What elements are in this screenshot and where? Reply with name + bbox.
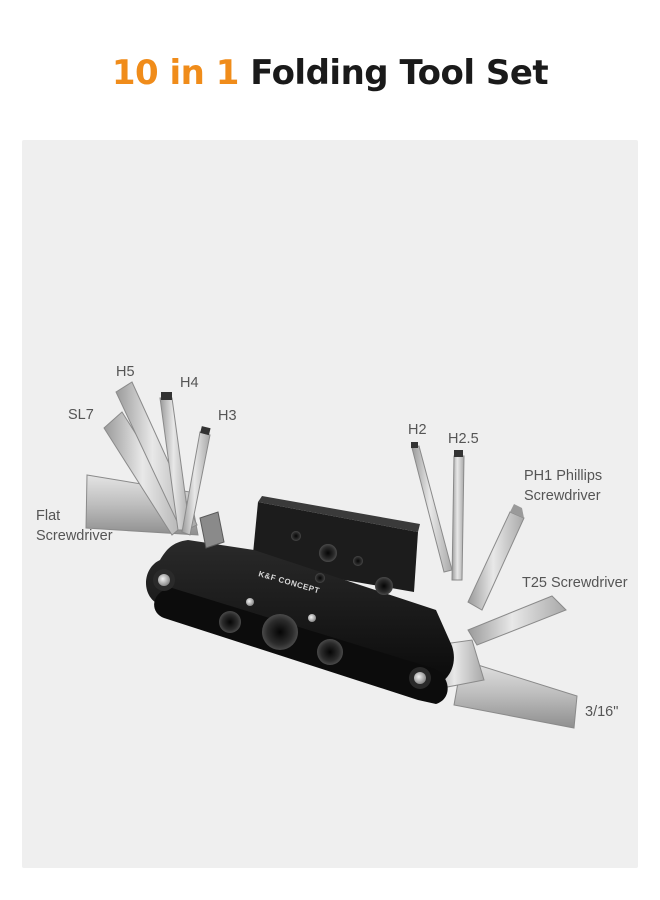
h25-hex-key bbox=[451, 450, 465, 581]
tool-body bbox=[146, 496, 454, 704]
label-h5: H5 bbox=[116, 364, 135, 380]
label-hex-316: 3/16" bbox=[585, 704, 619, 720]
tool-illustration: K&F CONCEPT bbox=[85, 381, 578, 729]
product-photo-panel: K&F CONCEPT H5 H4 H3 SL7 Flat Screwdrive… bbox=[22, 140, 638, 868]
label-h3: H3 bbox=[218, 408, 237, 424]
t25-torx-bit bbox=[467, 595, 567, 646]
label-h4: H4 bbox=[180, 375, 199, 391]
label-ph1-phillips: PH1 Phillips Screwdriver bbox=[524, 466, 602, 506]
label-sl7: SL7 bbox=[68, 407, 94, 423]
headline-rest: Folding Tool Set bbox=[250, 53, 549, 93]
h3-hex-key bbox=[181, 426, 211, 536]
label-h2: H2 bbox=[408, 422, 427, 438]
label-t25: T25 Screwdriver bbox=[522, 575, 628, 591]
h2-hex-key bbox=[411, 442, 453, 573]
ph1-phillips-bit bbox=[467, 504, 525, 611]
label-flat-line1: Flat bbox=[36, 508, 61, 524]
label-ph1-line2: Screwdriver bbox=[524, 488, 601, 504]
headline-accent: 10 in 1 bbox=[111, 53, 240, 93]
label-flat-line2: Screwdriver bbox=[36, 528, 113, 544]
label-h25: H2.5 bbox=[448, 431, 479, 447]
label-ph1-line1: PH1 Phillips bbox=[524, 468, 603, 484]
page-headline: 10 in 1 Folding Tool Set bbox=[0, 50, 660, 96]
label-flat-screwdriver: Flat Screwdriver bbox=[36, 506, 113, 546]
